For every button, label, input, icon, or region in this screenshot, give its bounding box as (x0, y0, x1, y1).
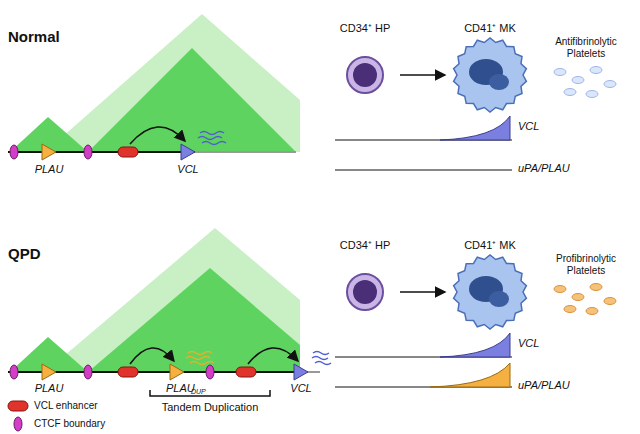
gene-label: DUP (191, 388, 206, 396)
differentiation-arrow (400, 74, 445, 76)
panel-title: QPD (8, 245, 41, 262)
cell-label: CD41⁺ MK (445, 237, 535, 252)
megakaryocyte-cell: CD41⁺ MK (445, 237, 535, 337)
legend-text: CTCF boundary (34, 418, 105, 430)
differentiation-arrow (400, 291, 445, 293)
cell-label: CD41⁺ MK (445, 20, 535, 35)
gene-label: uPA/PLAU (518, 379, 570, 392)
gene-label: VCL (290, 382, 311, 395)
gene-label: PLAU (35, 382, 64, 395)
cell-label: CD34⁺ HP (330, 20, 400, 35)
note-label: Profibrinolytic Platelets (546, 253, 626, 276)
cell-label: CD34⁺ HP (330, 237, 400, 252)
note-label: Antifibrinolytic Platelets (546, 36, 626, 59)
note-label: Tandem Duplication (162, 401, 259, 414)
legend-text: VCL enhancer (34, 400, 98, 412)
gene-label: VCL (518, 120, 539, 133)
gene-label: PLAU (166, 382, 195, 395)
gene-label: VCL (518, 337, 539, 350)
panel-title: Normal (8, 28, 60, 45)
gene-label: VCL (177, 163, 198, 176)
gene-label: uPA/PLAU (518, 162, 570, 175)
progenitor-cell: CD34⁺ HP (330, 237, 400, 315)
gene-label: PLAU (35, 163, 64, 176)
megakaryocyte-cell: CD41⁺ MK (445, 20, 535, 120)
progenitor-cell: CD34⁺ HP (330, 20, 400, 98)
